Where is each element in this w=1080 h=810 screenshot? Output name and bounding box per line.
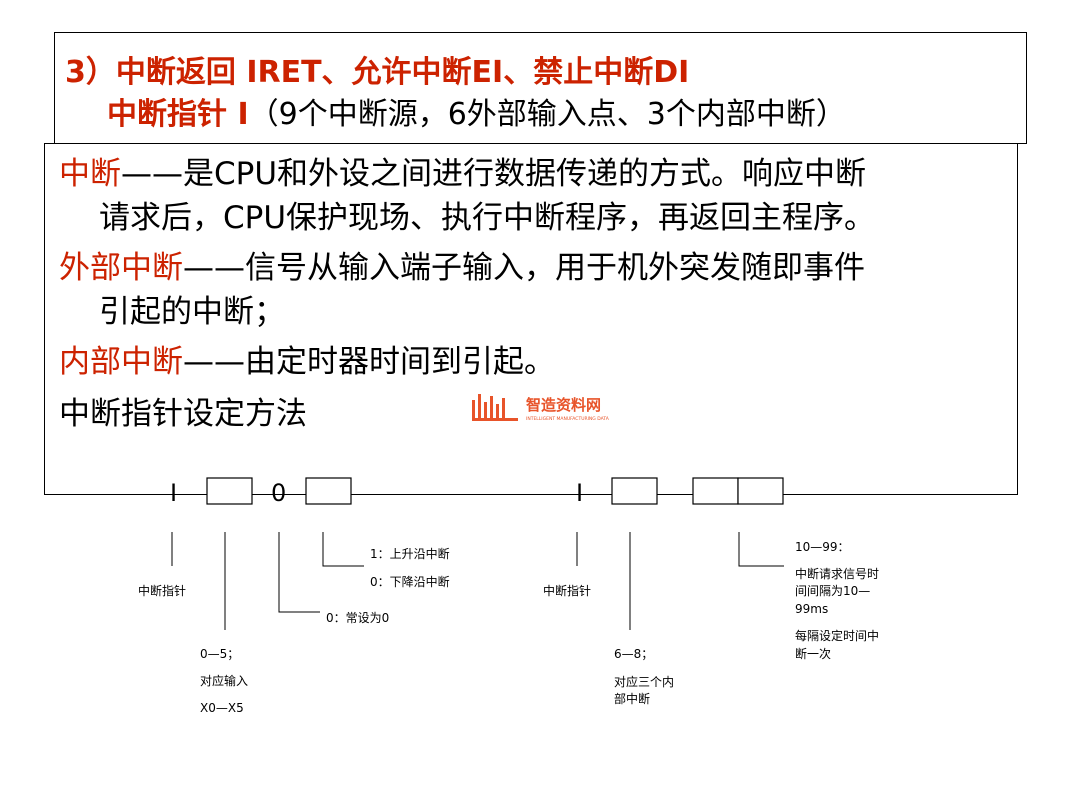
watermark-name: 智造资料网 xyxy=(526,396,601,414)
internal-interrupt-definition: 内部中断——由定时器时间到引起。 xyxy=(59,340,555,384)
right-interval-label-2: 中断请求信号时 xyxy=(795,566,879,581)
internal-interrupt-text: ——由定时器时间到引起。 xyxy=(183,344,555,380)
left-edge-leader xyxy=(322,532,364,567)
left-input-label-2: 对应输入 xyxy=(200,673,248,688)
watermark-logo: 智造资料网 INTELLIGENT MANUFACTURING DATA xyxy=(472,394,610,422)
right-interval-label-4: 99ms xyxy=(795,602,828,616)
external-interrupt-cont: 引起的中断； xyxy=(99,294,285,330)
left-input-label-3: X0—X5 xyxy=(200,701,244,715)
left-char-i: I xyxy=(170,479,177,507)
right-internal-label-1: 6—8； xyxy=(614,647,653,661)
left-input-cell xyxy=(206,477,253,505)
term-interrupt: 中断 xyxy=(59,156,121,192)
left-edge-cell xyxy=(305,477,352,505)
external-interrupt-text: ——信号从输入端子输入，用于机外突发随即事件 xyxy=(183,250,865,286)
term-external-interrupt: 外部中断 xyxy=(59,250,183,286)
title-box: 3）中断返回 IRET、允许中断EI、禁止中断DI 中断指针 I（9个中断源，6… xyxy=(54,32,1027,144)
content-box: 中断——是CPU和外设之间进行数据传递的方式。响应中断 请求后，CPU保护现场、… xyxy=(44,143,1018,495)
logo-bars-icon xyxy=(472,394,518,421)
right-interval-cell-2 xyxy=(737,477,784,505)
left-fixed-label: 0：常设为0 xyxy=(326,611,389,625)
pointer-heading: 中断指针 I xyxy=(107,97,249,132)
right-interval-label-3: 间间隔为10— xyxy=(795,584,870,598)
right-interval-cell-1 xyxy=(692,477,739,505)
right-internal-cell xyxy=(611,477,658,505)
right-interval-label-1: 10—99： xyxy=(795,540,850,554)
watermark-subtitle: INTELLIGENT MANUFACTURING DATA xyxy=(526,416,610,422)
right-interval-label-6: 断一次 xyxy=(795,646,831,661)
right-internal-label-3: 部中断 xyxy=(614,691,650,706)
right-interval-label-5: 每隔设定时间中 xyxy=(795,628,879,643)
left-pointer-label: 中断指针 xyxy=(138,583,186,598)
interrupt-definition-text: ——是CPU和外设之间进行数据传递的方式。响应中断 xyxy=(121,156,867,192)
left-input-label-1: 0—5； xyxy=(200,647,239,661)
left-edge-label-2: 0：下降沿中断 xyxy=(370,574,450,589)
title-line-1: 3）中断返回 IRET、允许中断EI、禁止中断DI xyxy=(65,55,690,90)
left-edge-label-1: 1：上升沿中断 xyxy=(370,546,450,561)
right-internal-label-2: 对应三个内 xyxy=(614,674,674,689)
interrupt-definition: 中断——是CPU和外设之间进行数据传递的方式。响应中断 xyxy=(59,152,866,196)
term-internal-interrupt: 内部中断 xyxy=(59,344,183,380)
right-char-i: I xyxy=(576,479,583,507)
right-pointer-label: 中断指针 xyxy=(543,583,591,598)
pointer-setting-heading: 中断指针设定方法 xyxy=(59,396,307,432)
right-interval-leader xyxy=(738,532,784,567)
external-interrupt-definition: 外部中断——信号从输入端子输入，用于机外突发随即事件 xyxy=(59,246,865,290)
title-line-2: 中断指针 I（9个中断源，6外部输入点、3个内部中断） xyxy=(107,89,846,133)
left-char-0: 0 xyxy=(271,479,286,507)
interrupt-definition-cont: 请求后，CPU保护现场、执行中断程序，再返回主程序。 xyxy=(99,200,876,236)
left-fixed-leader xyxy=(278,532,320,613)
source-count-note: （9个中断源，6外部输入点、3个内部中断） xyxy=(248,97,846,132)
